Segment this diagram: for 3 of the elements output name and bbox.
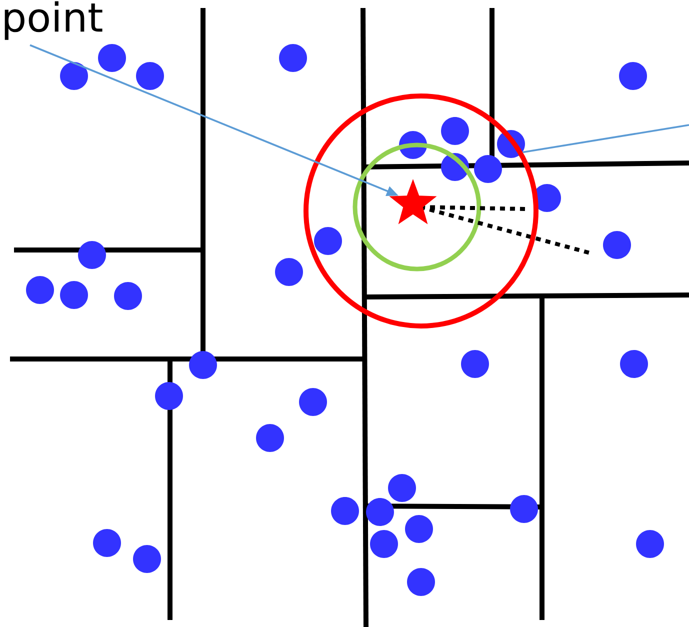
label-text: point	[4, 1, 102, 40]
radius-circle	[304, 94, 538, 328]
query-star	[389, 179, 437, 224]
